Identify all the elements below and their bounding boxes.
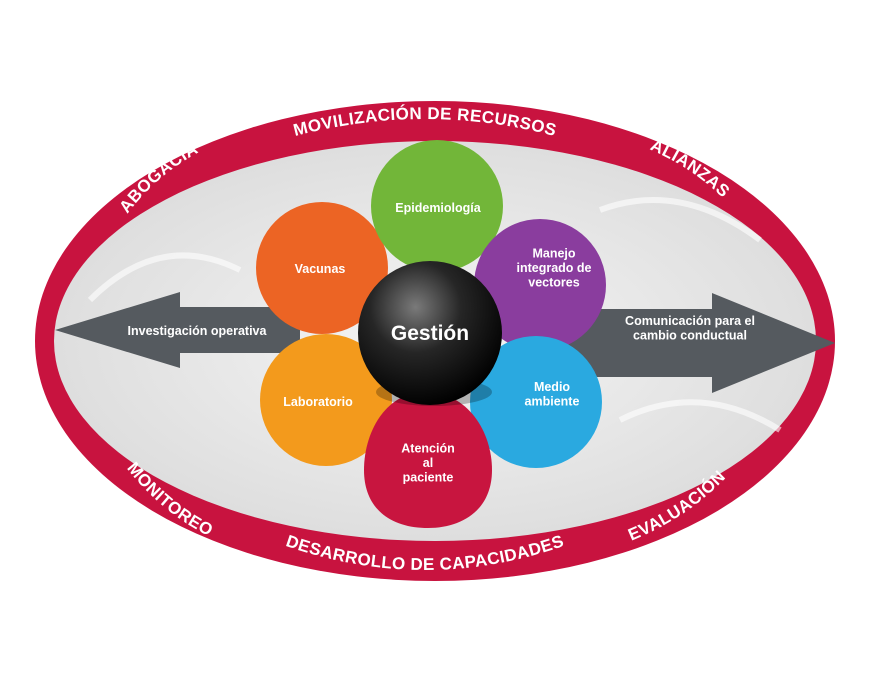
- petal-vacunas: [256, 202, 388, 334]
- petal-medio-label-line-1: Medio: [534, 380, 570, 394]
- petal-laboratorio-label-line-1: Laboratorio: [283, 395, 353, 409]
- petal-atencion-label-line-1: Atención: [401, 442, 454, 456]
- petal-atencion-label-line-2: al: [423, 456, 433, 470]
- background-swirls: [87, 197, 782, 433]
- petal-atencion: [364, 392, 492, 528]
- arrow-left-label-line-1: Investigación operativa: [128, 324, 268, 338]
- center-sphere: [358, 261, 502, 405]
- petal-manejo: [474, 219, 606, 351]
- petal-medio-label-line-2: ambiente: [525, 394, 580, 408]
- arrow-right-label-line-2: cambio conductual: [633, 328, 747, 342]
- arrow-right: [548, 293, 835, 393]
- petal-epidemiologia-label: Epidemiología: [395, 201, 481, 215]
- petal-manejo-label-line-1: Manejo: [532, 247, 575, 261]
- petal-laboratorio-label: Laboratorio: [283, 395, 353, 409]
- petal-epidemiologia: [371, 140, 503, 272]
- petal-vacunas-label-line-1: Vacunas: [295, 262, 346, 276]
- petal-laboratorio: [260, 334, 392, 466]
- petal-medio-ambiente: [470, 336, 602, 468]
- petal-vacunas-label: Vacunas: [295, 262, 346, 276]
- petal-epidemiologia-label-line-1: Epidemiología: [395, 201, 481, 215]
- petal-manejo-label-line-3: vectores: [528, 276, 579, 290]
- arrow-left: [55, 292, 300, 368]
- center-label: Gestión: [391, 322, 469, 345]
- petal-manejo-label-line-2: integrado de: [516, 261, 591, 275]
- arrow-left-label: Investigación operativa: [128, 324, 268, 338]
- arrow-right-label-line-1: Comunicación para el: [625, 314, 755, 328]
- petal-atencion-label-line-3: paciente: [403, 471, 454, 485]
